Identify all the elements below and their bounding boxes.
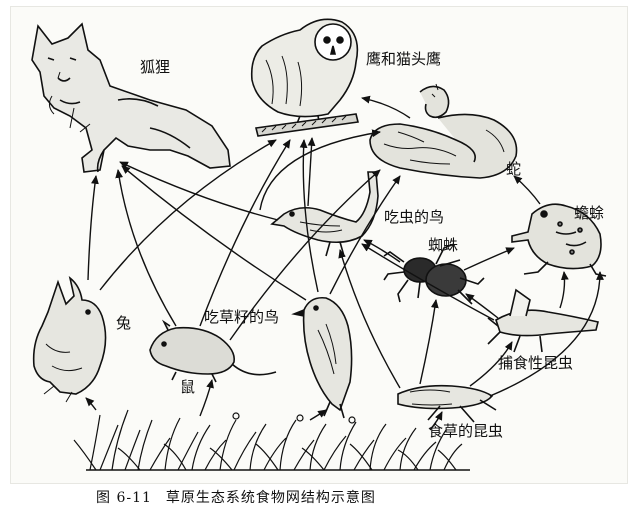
label-rabbit: 兔 [116,312,131,333]
seed-bird-illustration [294,298,352,418]
label-herbivore-insect: 食草的昆虫 [428,420,503,441]
figure-caption: 图 6-11 草原生态系统食物网结构示意图 [96,487,376,507]
label-owl: 鹰和猫头鹰 [366,48,441,69]
snake-illustration [370,84,517,178]
herbivore-insect-illustration [398,386,496,422]
label-mouse: 鼠 [180,376,195,397]
owl-illustration [252,19,358,136]
label-spider: 蜘蛛 [428,234,458,255]
predatory-insect-illustration [488,290,598,352]
figure-title: 草原生态系统食物网结构示意图 [166,490,376,506]
label-snake: 蛇 [506,158,521,179]
mouse-illustration [150,322,276,382]
rabbit-illustration [34,278,106,402]
label-fox: 狐狸 [140,56,170,77]
grass-illustration [74,410,470,470]
fox-illustration [32,24,230,172]
insect-bird-illustration [272,172,378,256]
label-insect-bird: 吃虫的鸟 [384,206,444,227]
label-toad: 蟾蜍 [574,202,604,223]
label-predatory-insect: 捕食性昆虫 [498,352,573,373]
figure-number: 图 6-11 [96,490,152,506]
label-seed-bird: 吃草籽的鸟 [204,306,279,327]
